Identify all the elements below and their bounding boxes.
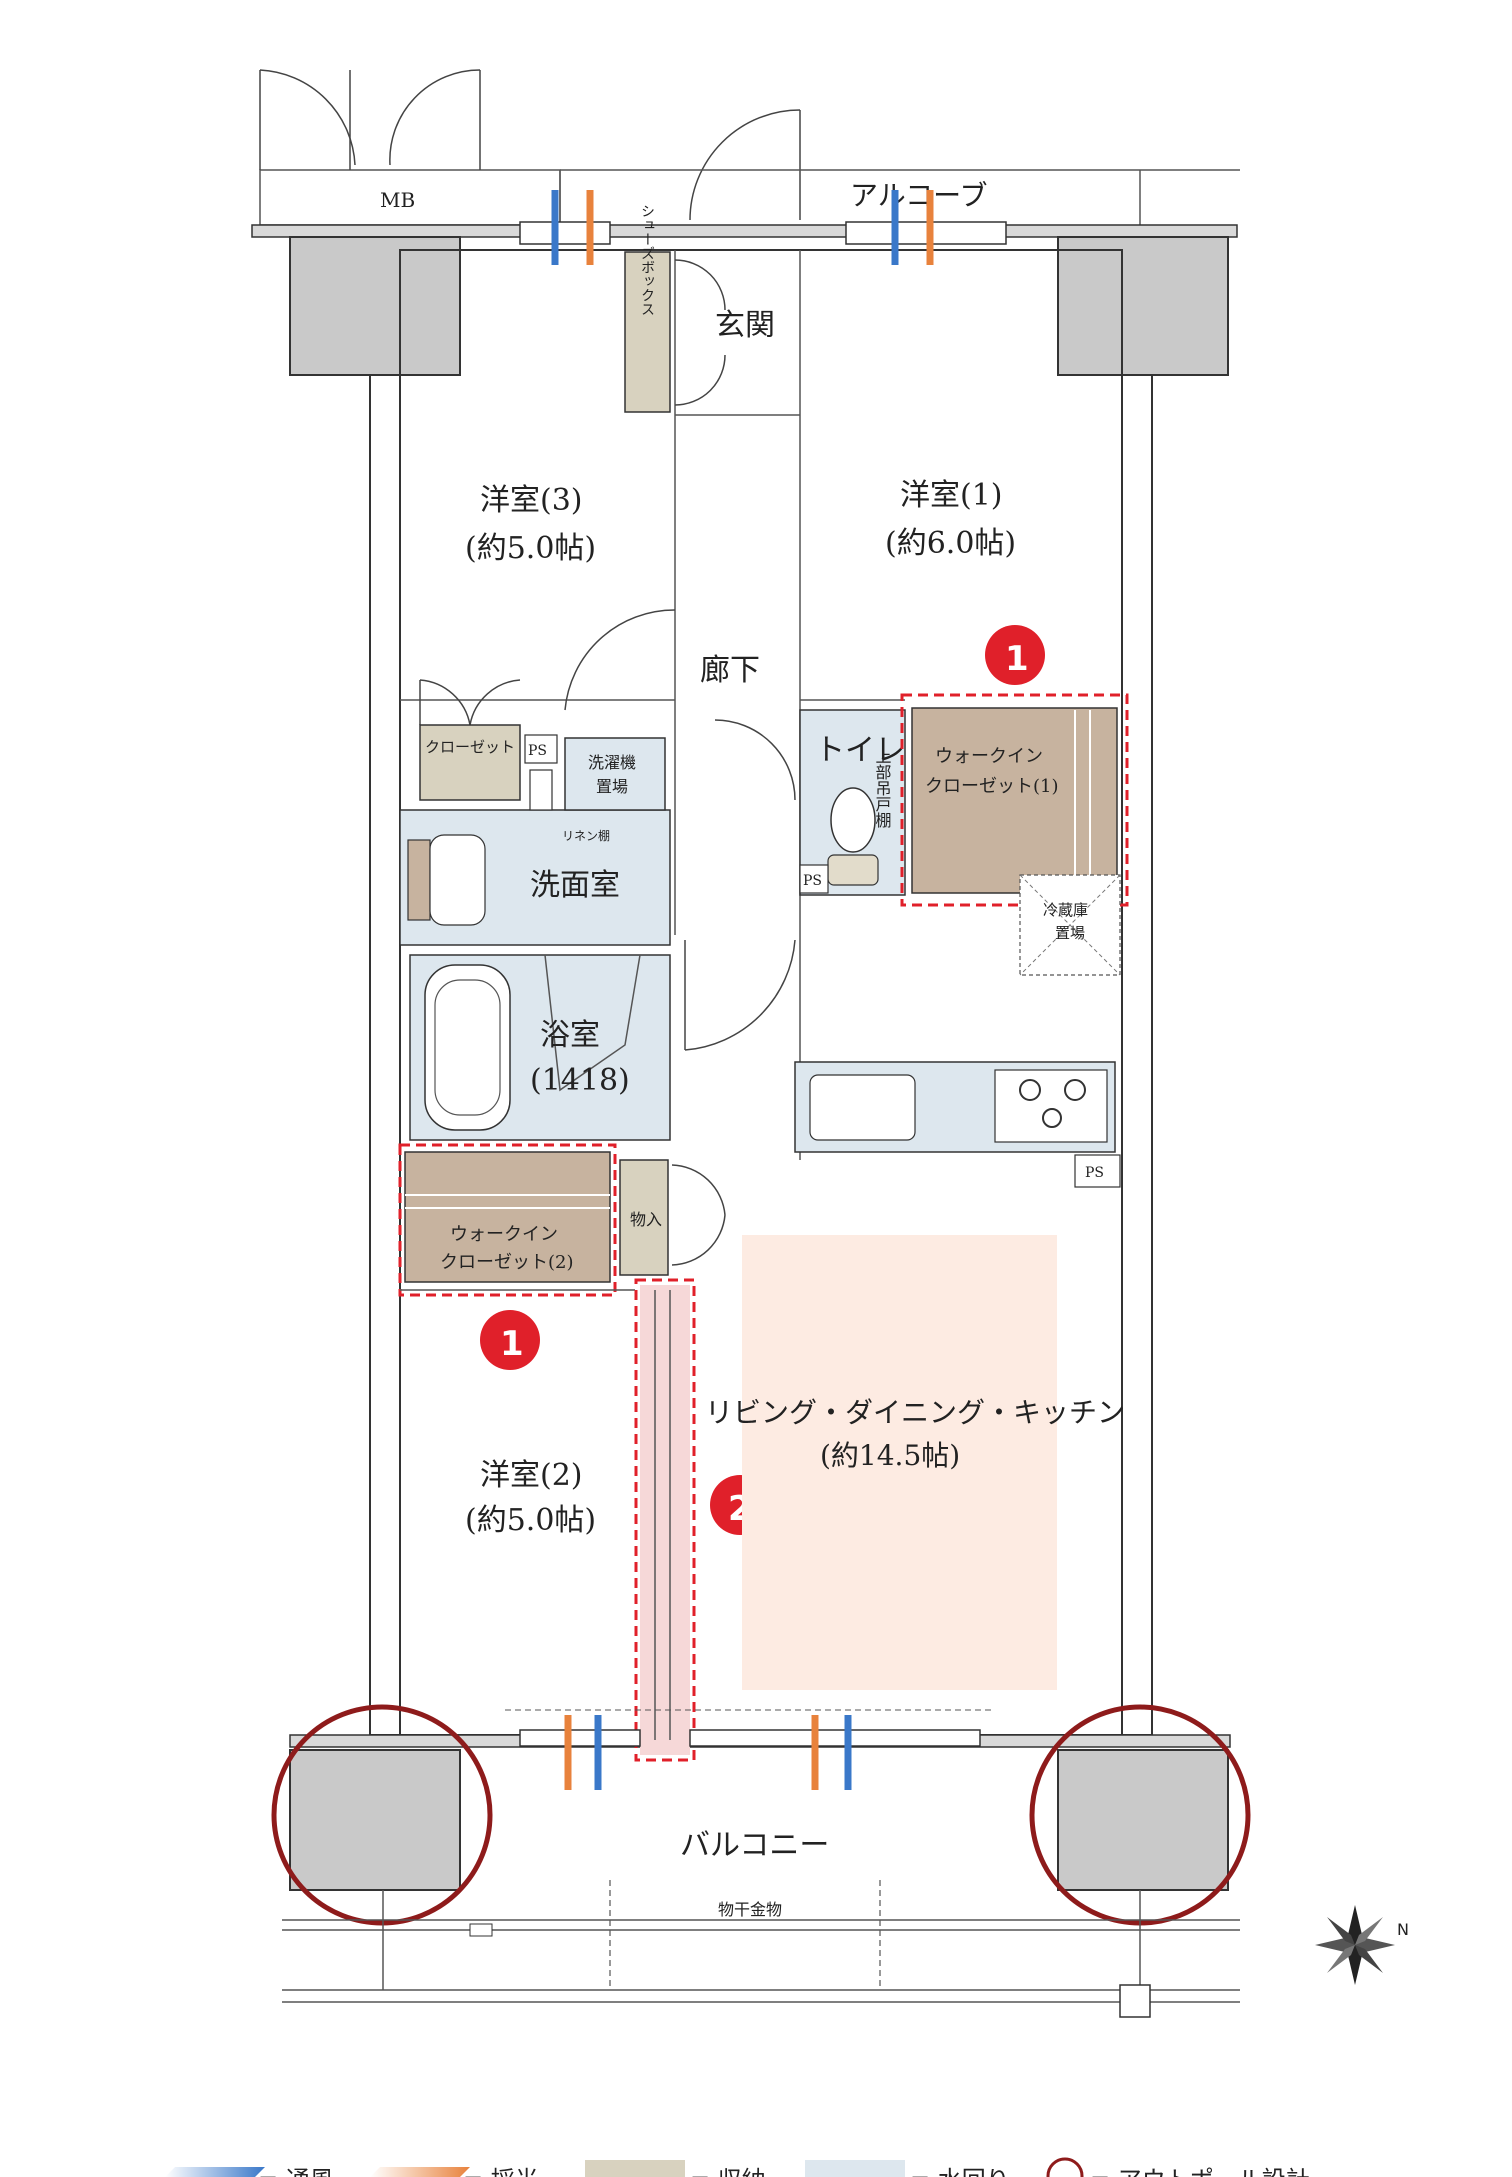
column-top-right — [1057, 236, 1229, 376]
compass-icon — [1315, 1905, 1395, 1985]
washer-label-1: 洗濯機 — [588, 753, 636, 772]
legend-storage-swatch — [585, 2160, 685, 2177]
toilet-label: トイレ — [815, 733, 905, 768]
stove — [994, 1069, 1108, 1143]
fridge-label-2: 置場 — [1055, 924, 1085, 942]
shoebox-label: シューズボックス — [639, 204, 655, 316]
highlight-partition — [634, 1278, 696, 1762]
drying-rack-label: 物干金物 — [718, 1900, 782, 1919]
room1-name: 洋室(1) — [900, 478, 1003, 513]
upper-shelf-label: 上部吊戸棚 — [873, 748, 892, 829]
highlight-wic2 — [398, 1143, 617, 1297]
bath-size: (1418) — [530, 1063, 630, 1098]
mb-label: MB — [380, 188, 415, 212]
fridge-label-1: 冷蔵庫 — [1043, 901, 1088, 919]
sliding-partition — [640, 1285, 690, 1755]
highlight-wic1 — [900, 693, 1129, 907]
legend-label: = 採光 — [463, 2166, 539, 2177]
legend-label: = 収納 — [690, 2166, 766, 2177]
wic2-label-2: クローゼット(2) — [440, 1252, 574, 1273]
wic2-label-1: ウォークイン — [450, 1224, 558, 1245]
ps-label: PS — [803, 873, 822, 889]
legend-vent-icon — [165, 2167, 265, 2177]
room3-size: (約5.0帖) — [465, 531, 596, 566]
sink — [809, 1074, 916, 1141]
column-top-left — [289, 236, 461, 376]
washroom-label: 洗面室 — [530, 868, 620, 903]
marker-1b-text: 1 — [500, 1324, 524, 1364]
shoebox — [624, 251, 671, 413]
legend-light-icon — [370, 2167, 470, 2177]
room2-size: (約5.0帖) — [465, 1503, 596, 1538]
storage-room — [619, 1159, 669, 1276]
legend-label: = 通風 — [258, 2166, 334, 2177]
washer-space — [564, 737, 666, 811]
room3-name: 洋室(3) — [480, 483, 583, 518]
top-exterior: MB アルコーブ — [259, 69, 1240, 226]
ps-label: PS — [528, 743, 547, 759]
closet-label: クローゼット — [425, 738, 515, 756]
legend-label: = アウトポール設計 — [1090, 2166, 1310, 2177]
legend: = 通風 = 採光 = 収納 = 水回り = アウトポール設計 — [165, 2157, 1310, 2177]
column-bottom-right — [1057, 1749, 1229, 1891]
linen-label: リネン棚 — [562, 828, 610, 843]
entrance-label: 玄関 — [715, 308, 775, 343]
legend-outpole-icon — [1046, 2157, 1084, 2177]
alcove-label: アルコーブ — [850, 179, 987, 212]
balcony-label: バルコニー — [680, 1828, 829, 1863]
outpole-ring-left — [271, 1704, 493, 1926]
storage-label: 物入 — [630, 1210, 662, 1229]
legend-label: = 水回り — [910, 2166, 1010, 2177]
ldk-size: (約14.5帖) — [820, 1439, 960, 1472]
wic1-label-2: クローゼット(1) — [925, 776, 1059, 797]
compass-n: N — [1397, 1920, 1409, 1939]
washer-label-2: 置場 — [596, 777, 628, 796]
ldk-name: リビング・ダイニング・キッチン — [705, 1396, 1125, 1429]
room1-size: (約6.0帖) — [885, 526, 1016, 561]
marker-1 — [985, 625, 1045, 685]
top-vent-arrows — [519, 190, 1007, 265]
ps-label: PS — [1085, 1165, 1104, 1181]
walk-in-closet-1 — [911, 707, 1118, 894]
window-top-left — [519, 221, 611, 245]
marker-1-text: 1 — [1005, 639, 1029, 679]
room2-name: 洋室(2) — [480, 1458, 583, 1493]
bottom-windows — [505, 1709, 995, 1790]
ldk-area — [742, 1235, 1057, 1690]
walk-in-closet-2 — [404, 1151, 611, 1283]
marker-1b — [480, 1310, 540, 1370]
bath-name: 浴室 — [540, 1018, 600, 1053]
wic1-label-1: ウォークイン — [935, 746, 1043, 767]
window-top-right — [845, 221, 1007, 245]
closet-room3 — [419, 724, 521, 801]
column-bottom-left — [289, 1749, 461, 1891]
corridor-label: 廊下 — [700, 653, 760, 688]
legend-wet-swatch — [805, 2160, 905, 2177]
